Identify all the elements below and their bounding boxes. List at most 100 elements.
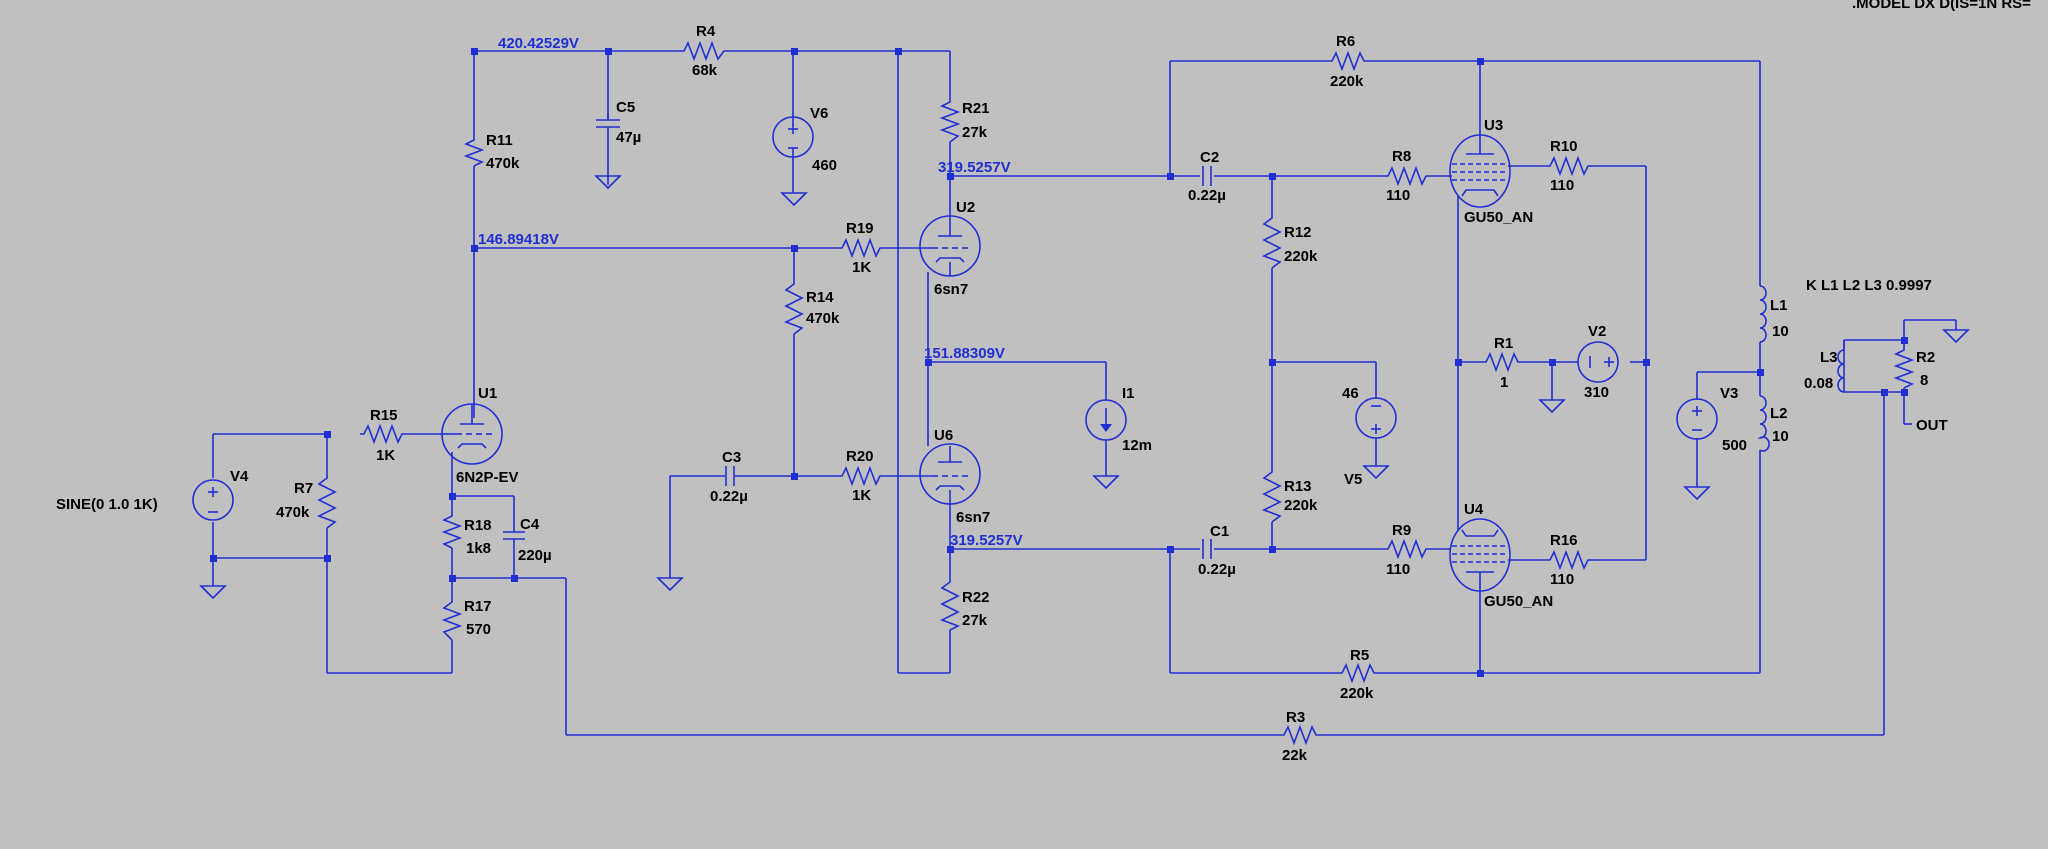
tube-u4 (1449, 518, 1511, 592)
label-r5-value: 220k (1340, 685, 1374, 702)
label-u3-name: U3 (1484, 117, 1503, 134)
source-i1 (1085, 399, 1127, 441)
label-r22-value: 27k (962, 612, 988, 629)
label-v2-value: 310 (1584, 384, 1609, 401)
label-c3-value: 0.22µ (710, 488, 748, 505)
label-r12-value: 220k (1284, 248, 1318, 265)
output-label: OUT (1916, 417, 1948, 434)
label-l1-name: L1 (1770, 297, 1788, 314)
inductors (1757, 285, 1845, 452)
voltage-146: 146.89418V (478, 231, 559, 248)
label-u1-value: 6N2P-EV (456, 469, 519, 486)
tubes (440, 134, 1511, 592)
tube-u3 (1449, 134, 1511, 208)
label-r19-value: 1K (852, 259, 871, 276)
resistor-r21 (939, 96, 961, 143)
capacitor-c2 (1202, 166, 1212, 186)
tube-u1 (440, 403, 503, 465)
source-v3 (1676, 398, 1718, 440)
resistor-r12 (1262, 212, 1282, 269)
label-r22-name: R22 (962, 589, 990, 606)
label-l3-value: 0.08 (1804, 375, 1833, 392)
resistor-r8 (1384, 165, 1428, 187)
label-r19-name: R19 (846, 220, 874, 237)
label-r21-name: R21 (962, 100, 990, 117)
resistor-r15 (360, 423, 404, 445)
label-v3-name: V3 (1720, 385, 1738, 402)
voltage-319-bottom: 319.5257V (950, 532, 1023, 549)
wires (212, 50, 1957, 736)
label-v2-name: V2 (1588, 323, 1606, 340)
label-c1-name: C1 (1210, 523, 1229, 540)
resistor-r13 (1262, 466, 1282, 523)
source-v2 (1577, 341, 1619, 383)
voltage-151: 151.88309V (924, 345, 1005, 362)
resistor-r7 (317, 472, 337, 529)
label-l2-value: 10 (1772, 428, 1789, 445)
label-r12-name: R12 (1284, 224, 1312, 241)
label-r8-value: 110 (1386, 187, 1410, 204)
resistor-r5 (1338, 662, 1376, 684)
resistor-r10 (1546, 155, 1592, 177)
resistor-r9 (1384, 538, 1428, 560)
label-u4-value: GU50_AN (1484, 593, 1553, 610)
voltage-319-top: 319.5257V (938, 159, 1011, 176)
label-v4-value: SINE(0 1.0 1K) (56, 496, 158, 513)
label-v4-name: V4 (230, 468, 249, 485)
label-c1-value: 0.22µ (1198, 561, 1236, 578)
label-u4-name: U4 (1464, 501, 1484, 518)
source-v4 (192, 479, 234, 521)
label-r10-name: R10 (1550, 138, 1578, 155)
label-r21-value: 27k (962, 124, 988, 141)
label-u6-name: U6 (934, 427, 953, 444)
capacitors (503, 113, 1212, 559)
label-r13-value: 220k (1284, 497, 1318, 514)
label-c2-name: C2 (1200, 149, 1219, 166)
label-r2-name: R2 (1916, 349, 1935, 366)
label-v5-name: V5 (1344, 471, 1362, 488)
resistor-r4 (680, 40, 730, 62)
capacitor-c5 (596, 113, 620, 143)
label-r16-value: 110 (1550, 571, 1574, 588)
label-r2-value: 8 (1920, 372, 1928, 389)
label-v6-value: 460 (812, 157, 837, 174)
label-c3-name: C3 (722, 449, 741, 466)
resistor-r14 (784, 278, 804, 335)
label-r14-name: R14 (806, 289, 834, 306)
label-r7-value: 470k (276, 504, 310, 521)
model-directive: .MODEL DX D(IS=1N RS= (1852, 0, 2031, 12)
label-c4-value: 220µ (518, 547, 552, 564)
label-r1-name: R1 (1494, 335, 1513, 352)
capacitor-c1 (1202, 539, 1212, 559)
tube-u6 (919, 443, 981, 505)
resistor-r16 (1546, 549, 1592, 571)
label-r15-value: 1K (376, 447, 395, 464)
label-v5-value: 46 (1342, 385, 1359, 402)
inductor-l2 (1757, 395, 1770, 452)
label-r14-value: 470k (806, 310, 840, 327)
label-r20-name: R20 (846, 448, 874, 465)
source-v5 (1355, 397, 1397, 439)
tube-u2 (919, 212, 981, 277)
label-r6-value: 220k (1330, 73, 1364, 90)
label-r9-name: R9 (1392, 522, 1411, 539)
label-r11-name: R11 (486, 132, 513, 149)
label-c2-value: 0.22µ (1188, 187, 1226, 204)
label-v3-value: 500 (1722, 437, 1747, 454)
label-i1-value: 12m (1122, 437, 1152, 454)
label-l2-name: L2 (1770, 405, 1788, 422)
label-r4-value: 68k (692, 62, 718, 79)
junction-dots (210, 48, 1908, 677)
label-r16-name: R16 (1550, 532, 1578, 549)
voltage-420: 420.42529V (498, 35, 579, 52)
label-r17-value: 570 (466, 621, 491, 638)
capacitor-c4 (503, 531, 525, 548)
label-c5-name: C5 (616, 99, 635, 116)
label-r1-value: 1 (1500, 374, 1508, 391)
label-r9-value: 110 (1386, 561, 1410, 578)
labels: .MODEL DX D(IS=1N RS= K L1 L2 L3 0.9997 … (56, 0, 2031, 764)
label-r17-name: R17 (464, 598, 492, 615)
label-u2-value: 6sn7 (934, 281, 968, 298)
resistor-r20 (838, 465, 882, 487)
